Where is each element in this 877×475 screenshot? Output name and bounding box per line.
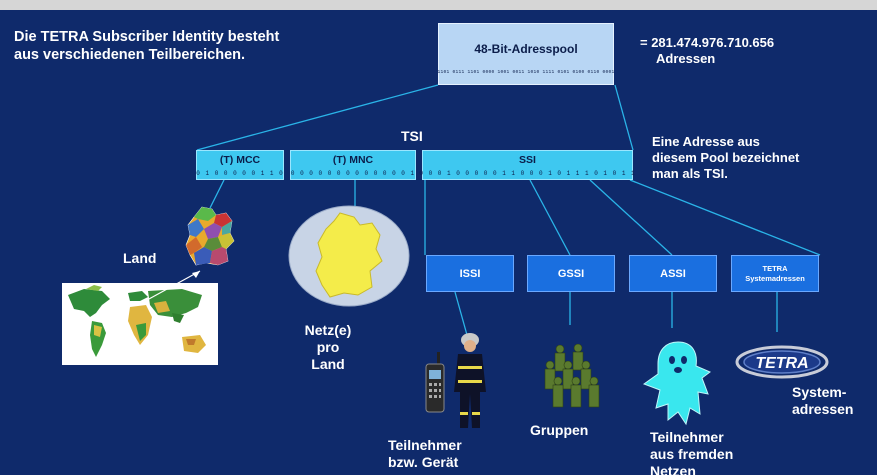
- gssi-box: GSSI: [527, 255, 615, 292]
- pool-count-line2: Adressen: [656, 51, 716, 66]
- germany-network-map: [288, 205, 410, 307]
- intro-text-line1: Die TETRA Subscriber Identity besteht: [14, 29, 280, 45]
- connector-lines: [196, 84, 821, 336]
- mcc-label: (T) MCC: [219, 153, 261, 166]
- pool-count-line1: = 281.474.976.710.656: [640, 35, 775, 50]
- germany-states-map: [185, 206, 235, 266]
- tetra-system-box: TETRA Systemadressen: [731, 255, 819, 292]
- netz-caption-line1: Netz(e): [304, 322, 352, 338]
- teilnehmer-caption-line2: bzw. Gerät: [388, 454, 459, 470]
- mnc-bits: 0 0 0 0 0 0 0 0 0 0 0 0 0 1: [290, 169, 416, 177]
- tsi-note-line3: man als TSI.: [652, 166, 728, 181]
- fremd-caption: Teilnehmer aus fremden Netzen: [650, 429, 733, 475]
- tetra-logo-text: TETRA: [755, 355, 808, 372]
- mcc-segment: (T) MCC 0 1 0 0 0 0 0 1 1 0: [196, 150, 284, 180]
- intro-text-line2: aus verschiedenen Teilbereichen.: [14, 47, 246, 63]
- fremd-caption-line2: aus fremden: [650, 446, 734, 462]
- gssi-label: GSSI: [557, 267, 585, 280]
- tetra-system-label-line1: TETRA: [762, 263, 788, 273]
- tsi-label: TSI: [401, 128, 423, 144]
- address-pool-label: 48-Bit-Adresspool: [474, 41, 578, 56]
- netz-caption: Netz(e) pro Land: [293, 322, 363, 373]
- ssi-bits: 0 0 0 1 0 0 0 0 0 1 1 0 0 0 1 0 1 1 1 0 …: [419, 169, 636, 177]
- address-pool-bits: 1101 0111 1101 0000 1001 0011 1010 1111 …: [437, 69, 615, 75]
- fremd-caption-line1: Teilnehmer: [650, 429, 724, 445]
- world-map: [62, 283, 218, 365]
- tetra-logo: TETRA: [735, 345, 829, 379]
- group-soldiers-icon: [544, 343, 600, 408]
- firefighter-icon: [454, 333, 486, 428]
- ghost-icon: [642, 341, 711, 426]
- radio-device-icon: [425, 352, 445, 413]
- intro-text: Die TETRA Subscriber Identity besteht au…: [14, 28, 279, 64]
- ssi-segment: SSI 0 0 0 1 0 0 0 0 0 1 1 0 0 0 1 0 1 1 …: [419, 150, 636, 180]
- system-caption: System- adressen: [792, 384, 853, 418]
- issi-label: ISSI: [459, 267, 481, 280]
- assi-box: ASSI: [629, 255, 717, 292]
- teilnehmer-caption-line1: Teilnehmer: [388, 437, 462, 453]
- mcc-bits: 0 1 0 0 0 0 0 1 1 0: [196, 169, 284, 177]
- land-arrow: [137, 270, 201, 306]
- gruppen-caption: Gruppen: [530, 422, 589, 438]
- land-caption: Land: [123, 250, 157, 266]
- tsi-note: Eine Adresse aus diesem Pool bezeichnet …: [652, 134, 799, 182]
- mnc-label: (T) MNC: [332, 153, 374, 166]
- teilnehmer-caption: Teilnehmer bzw. Gerät: [388, 437, 462, 471]
- ssi-label: SSI: [519, 153, 536, 166]
- assi-label: ASSI: [660, 267, 686, 280]
- pool-count: = 281.474.976.710.656 Adressen: [640, 35, 774, 67]
- slide: Die TETRA Subscriber Identity besteht au…: [0, 10, 877, 475]
- mnc-segment: (T) MNC 0 0 0 0 0 0 0 0 0 0 0 0 0 1: [290, 150, 416, 180]
- system-caption-line1: System-: [792, 384, 847, 400]
- system-caption-line2: adressen: [792, 401, 854, 417]
- issi-box: ISSI: [426, 255, 514, 292]
- address-pool-box: 48-Bit-Adresspool 1101 0111 1101 0000 10…: [437, 23, 615, 85]
- netz-caption-line2: pro: [316, 339, 340, 355]
- fremd-caption-line3: Netzen: [650, 463, 696, 475]
- tsi-note-line2: diesem Pool bezeichnet: [652, 150, 800, 165]
- tsi-note-line1: Eine Adresse aus: [652, 134, 760, 149]
- netz-caption-line3: Land: [311, 356, 345, 372]
- tetra-system-label-line2: Systemadressen: [745, 273, 805, 283]
